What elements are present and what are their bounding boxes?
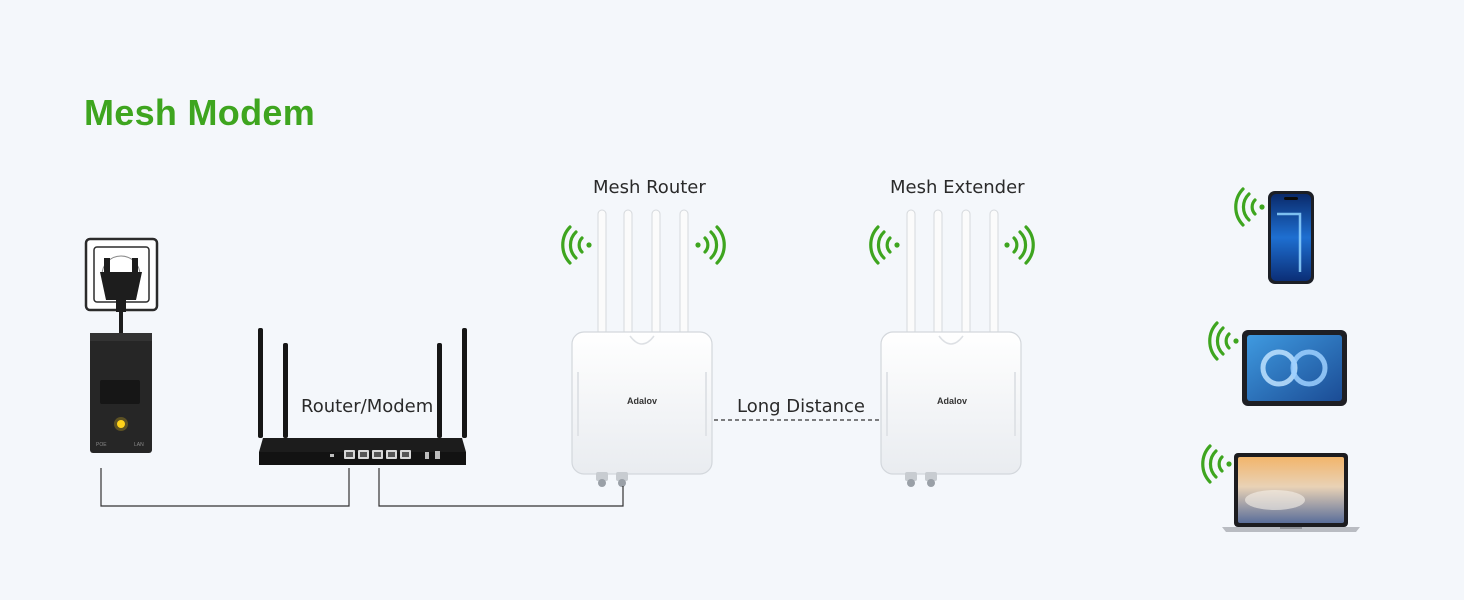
poe-adapter-icon [90, 333, 152, 453]
mesh-router-brand-logo: Adalov [627, 396, 658, 406]
smartphone-icon [1268, 191, 1314, 284]
tablet-icon [1242, 330, 1347, 406]
power-plug-icon [100, 258, 142, 334]
mesh-router-label: Mesh Router [593, 177, 706, 198]
mesh-extender-label: Mesh Extender [890, 177, 1025, 198]
router-modem-device [258, 328, 467, 465]
diagram-title: Mesh Modem [84, 92, 316, 133]
laptop-icon [1222, 453, 1360, 532]
adapter-lan-port-label: LAN [134, 442, 144, 448]
long-distance-label: Long Distance [737, 396, 865, 417]
adapter-poe-port-label: POE [96, 442, 107, 448]
wifi-signal-icon [561, 187, 1265, 484]
mesh-extender-device [880, 209, 1022, 487]
modem-to-mesh-router-cable [378, 468, 624, 507]
mesh-router-device [571, 209, 713, 487]
mesh-extender-brand-logo: Adalov [937, 396, 968, 406]
router-modem-label: Router/Modem [301, 396, 434, 417]
adapter-to-modem-cable [100, 468, 350, 507]
